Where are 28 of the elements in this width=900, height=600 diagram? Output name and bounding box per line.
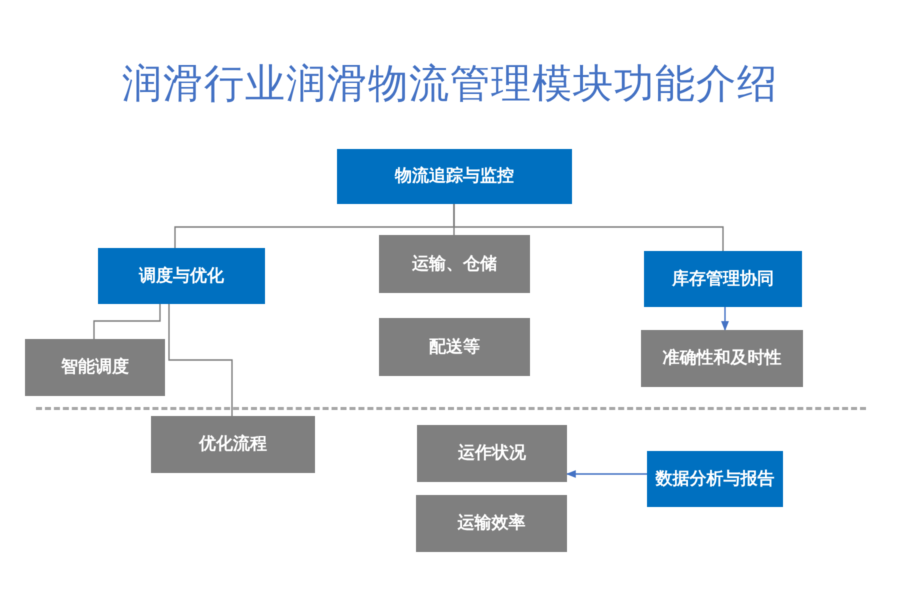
box-label: 运作状况 bbox=[458, 442, 526, 465]
process-box bbox=[644, 251, 802, 307]
process-box bbox=[379, 235, 530, 293]
process-box bbox=[151, 416, 315, 473]
box-label: 库存管理协同 bbox=[672, 268, 774, 290]
process-box bbox=[417, 425, 567, 482]
process-box bbox=[379, 318, 530, 376]
process-box bbox=[98, 248, 265, 304]
connector-line bbox=[168, 304, 233, 416]
diagram-title: 润滑行业润滑物流管理模块功能介绍 bbox=[121, 60, 779, 109]
process-box bbox=[25, 339, 165, 396]
box-label: 运输效率 bbox=[458, 512, 526, 535]
connector-line bbox=[453, 204, 724, 251]
arrow bbox=[566, 470, 647, 478]
connector-line bbox=[93, 304, 161, 339]
box-label: 准确性和及时性 bbox=[662, 347, 782, 370]
box-label: 智能调度 bbox=[61, 356, 129, 379]
box-label: 物流追踪与监控 bbox=[395, 165, 514, 188]
process-box bbox=[337, 149, 572, 204]
box-label: 调度与优化 bbox=[139, 264, 224, 288]
box-label: 优化流程 bbox=[199, 433, 267, 456]
box-label: 配送等 bbox=[429, 336, 480, 358]
process-box bbox=[416, 495, 567, 552]
process-box bbox=[647, 451, 783, 507]
arrow bbox=[721, 307, 729, 331]
box-label: 数据分析与报告 bbox=[656, 468, 774, 490]
box-label: 运输、仓储 bbox=[412, 252, 497, 276]
process-box bbox=[641, 330, 803, 387]
